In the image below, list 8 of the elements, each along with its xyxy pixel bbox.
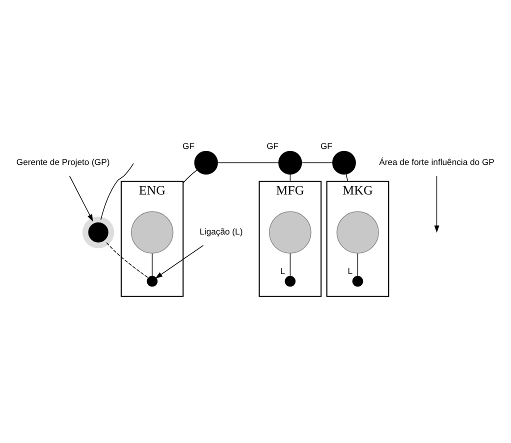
node-text: Gerente de Projeto (GP)	[16, 156, 110, 166]
node-text: Ligação (L)	[200, 226, 243, 236]
node-label: GF	[266, 140, 279, 150]
node-label: L	[348, 265, 353, 276]
node-label: L	[280, 265, 286, 276]
node-label: GF	[182, 140, 194, 150]
node-text: Área de forte influência do GP	[379, 156, 494, 166]
node-label: GF	[320, 140, 332, 150]
